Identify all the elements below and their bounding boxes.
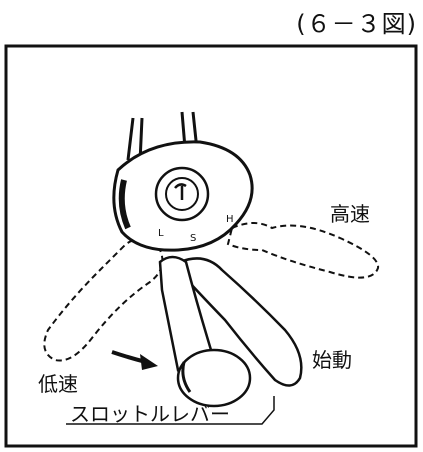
lever-high-position: [226, 222, 380, 279]
throttle-lever-arm: [158, 255, 216, 372]
dial-mark-L: L: [158, 228, 164, 239]
label-low-speed: 低速: [38, 372, 78, 396]
label-throttle-lever: スロットルレバー: [70, 402, 230, 426]
throttle-lever-leader: [66, 396, 275, 425]
throttle-lever-knob: [176, 348, 252, 408]
figure-number: (６－３図): [296, 10, 417, 38]
diagram-frame: [4, 44, 418, 448]
lever-low-position: [43, 238, 164, 362]
label-high-speed: 高速: [330, 202, 370, 226]
label-start: 始動: [312, 348, 352, 372]
dial-mark-H: H: [226, 214, 234, 225]
dial-mark-S: S: [190, 233, 196, 244]
lever-start-position: [178, 257, 303, 387]
